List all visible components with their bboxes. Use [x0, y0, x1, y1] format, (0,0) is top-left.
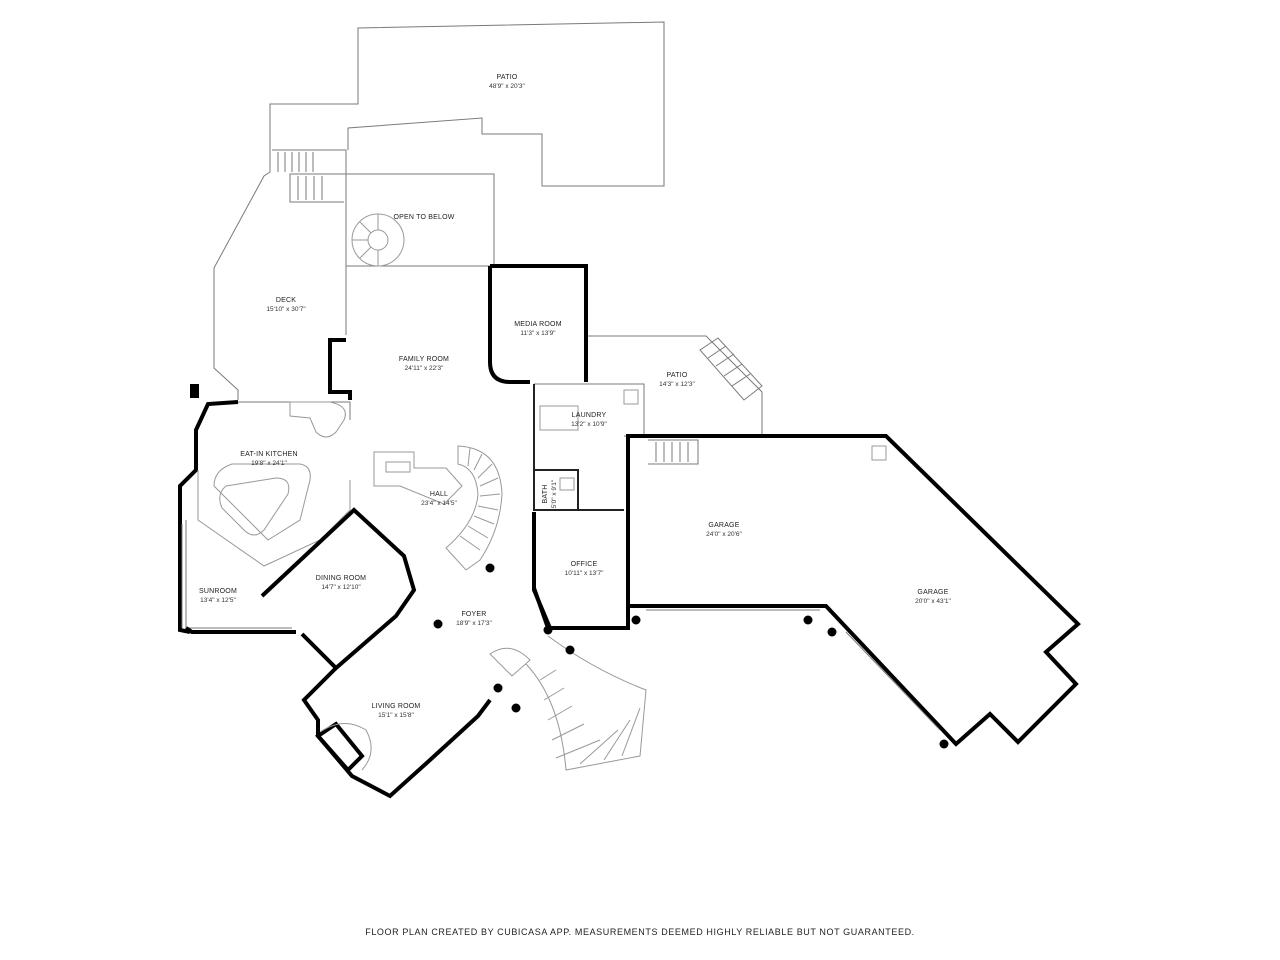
- deck-outline: [213, 150, 271, 400]
- side-patio-outline: [588, 335, 763, 438]
- hall-stair-treads: [459, 447, 501, 551]
- svg-text:LIVING ROOM: LIVING ROOM: [372, 703, 421, 710]
- svg-text:24'0" x 20'6": 24'0" x 20'6": [706, 531, 742, 538]
- garage-stair-treads: [655, 442, 689, 462]
- kitchen-sunroom-wall: [184, 626, 296, 634]
- kitchen-peninsula: [289, 401, 346, 438]
- garage-walls: [626, 434, 1081, 747]
- garage-stairs: [648, 439, 699, 465]
- svg-text:FOYER: FOYER: [461, 611, 486, 618]
- foyer-east-wall: [532, 587, 550, 629]
- room-label-living-room: LIVING ROOM 15'1" x 15'8": [372, 703, 421, 719]
- family-room-west-wall: [328, 338, 352, 400]
- room-label-garage-2: GARAGE 20'0" x 43'1": [915, 589, 951, 605]
- svg-text:13'4" x 12'5": 13'4" x 12'5": [200, 597, 236, 604]
- deck-stair-treads: [277, 152, 323, 200]
- svg-text:GARAGE: GARAGE: [917, 589, 948, 596]
- svg-text:15'1" x 15'8": 15'1" x 15'8": [378, 712, 414, 719]
- room-label-dining-room: DINING ROOM 14'7" x 12'10": [316, 575, 366, 591]
- media-room-walls: [488, 264, 588, 384]
- room-label-patio-top: PATIO 48'9" x 20'3": [489, 74, 525, 90]
- svg-text:LAUNDRY: LAUNDRY: [572, 412, 607, 419]
- room-label-sunroom: SUNROOM 13'4" x 12'5": [199, 588, 237, 604]
- kitchen-island: [219, 477, 290, 536]
- svg-text:DECK: DECK: [276, 297, 296, 304]
- bath-toilet: [559, 477, 575, 491]
- patio-outline: [269, 21, 665, 187]
- svg-text:10'11" x 13'7": 10'11" x 13'7": [565, 570, 604, 577]
- svg-text:15'10" x 30'7": 15'10" x 30'7": [266, 306, 306, 313]
- room-label-deck: DECK 15'10" x 30'7": [266, 297, 306, 313]
- open-to-below-outline: [346, 173, 495, 267]
- kitchen-counter: [197, 463, 351, 567]
- living-room-fireplace: [314, 721, 365, 773]
- room-label-foyer: FOYER 18'9" x 17'3": [456, 611, 492, 627]
- svg-text:19'8" x 24'1": 19'8" x 24'1": [251, 460, 287, 467]
- svg-text:FAMILY ROOM: FAMILY ROOM: [399, 356, 449, 363]
- room-label-hall: HALL 23'4" x 14'5": [421, 491, 457, 507]
- office-wall: [532, 436, 630, 630]
- exterior-post: [190, 384, 199, 398]
- svg-text:EAT-IN KITCHEN: EAT-IN KITCHEN: [240, 451, 298, 458]
- svg-text:14'3" x 12'3": 14'3" x 12'3": [659, 381, 695, 388]
- room-label-open-to-below: OPEN TO BELOW: [393, 214, 454, 221]
- hall-fireplace: [385, 461, 411, 473]
- svg-text:PATIO: PATIO: [667, 372, 688, 379]
- garage-fixture: [871, 445, 887, 461]
- svg-text:5'0" x 9'1": 5'0" x 9'1": [551, 479, 558, 508]
- room-label-garage-1: GARAGE 24'0" x 20'6": [706, 522, 742, 538]
- svg-text:18'9" x 17'3": 18'9" x 17'3": [456, 620, 492, 627]
- svg-text:OPEN TO BELOW: OPEN TO BELOW: [393, 214, 454, 221]
- entry-door-swing: [489, 647, 531, 677]
- svg-text:DINING ROOM: DINING ROOM: [316, 575, 366, 582]
- laundry-sink: [623, 389, 639, 405]
- svg-text:PATIO: PATIO: [497, 74, 518, 81]
- room-label-laundry: LAUNDRY 13'2" x 10'9": [571, 412, 607, 428]
- svg-text:OFFICE: OFFICE: [571, 561, 598, 568]
- columns: [433, 563, 949, 749]
- spiral-stair-top: [351, 213, 405, 267]
- hall-counter: [373, 451, 463, 505]
- entry-stair-treads: [539, 669, 641, 765]
- kitchen-outline: [238, 401, 351, 420]
- svg-text:14'7" x 12'10": 14'7" x 12'10": [321, 584, 361, 591]
- hall-stair: [445, 445, 503, 571]
- deck-stairs-top: [272, 149, 347, 203]
- kitchen-west-wall: [178, 400, 239, 634]
- room-label-media-room: MEDIA ROOM 11'3" x 13'9": [514, 321, 562, 337]
- svg-text:GARAGE: GARAGE: [708, 522, 739, 529]
- laundry-appliance: [539, 405, 579, 431]
- svg-text:23'4" x 14'5": 23'4" x 14'5": [421, 500, 457, 507]
- svg-text:20'0" x 43'1": 20'0" x 43'1": [915, 598, 951, 605]
- room-label-eat-in-kitchen: EAT-IN KITCHEN 19'8" x 24'1": [240, 451, 298, 467]
- living-room-walls: [301, 666, 492, 799]
- laundry-wall: [533, 384, 624, 511]
- room-label-family-room: FAMILY ROOM 24'11" x 22'3": [399, 356, 449, 372]
- svg-text:BATH: BATH: [542, 485, 549, 504]
- svg-text:MEDIA ROOM: MEDIA ROOM: [514, 321, 562, 328]
- garage-door-2: [845, 631, 941, 731]
- svg-text:11'3" x 13'9": 11'3" x 13'9": [520, 330, 556, 337]
- bath-wall: [534, 469, 579, 510]
- footer-disclaimer: FLOOR PLAN CREATED BY CUBICASA APP. MEAS…: [365, 927, 915, 937]
- side-patio-stairs: [699, 337, 763, 401]
- sunroom-outline: [185, 520, 292, 629]
- svg-text:24'11" x 22'3": 24'11" x 22'3": [405, 365, 444, 372]
- living-room-bay: [319, 723, 372, 771]
- svg-text:SUNROOM: SUNROOM: [199, 588, 237, 595]
- svg-text:13'2" x 10'9": 13'2" x 10'9": [571, 421, 607, 428]
- laundry-outline: [534, 383, 645, 437]
- room-label-bath: BATH 5'0" x 9'1": [542, 479, 558, 508]
- entry-stairs: [525, 635, 647, 771]
- room-label-patio-side: PATIO 14'3" x 12'3": [659, 372, 695, 388]
- room-label-office: OFFICE 10'11" x 13'7": [565, 561, 604, 577]
- svg-text:HALL: HALL: [430, 491, 448, 498]
- svg-text:48'9" x 20'3": 48'9" x 20'3": [489, 83, 525, 90]
